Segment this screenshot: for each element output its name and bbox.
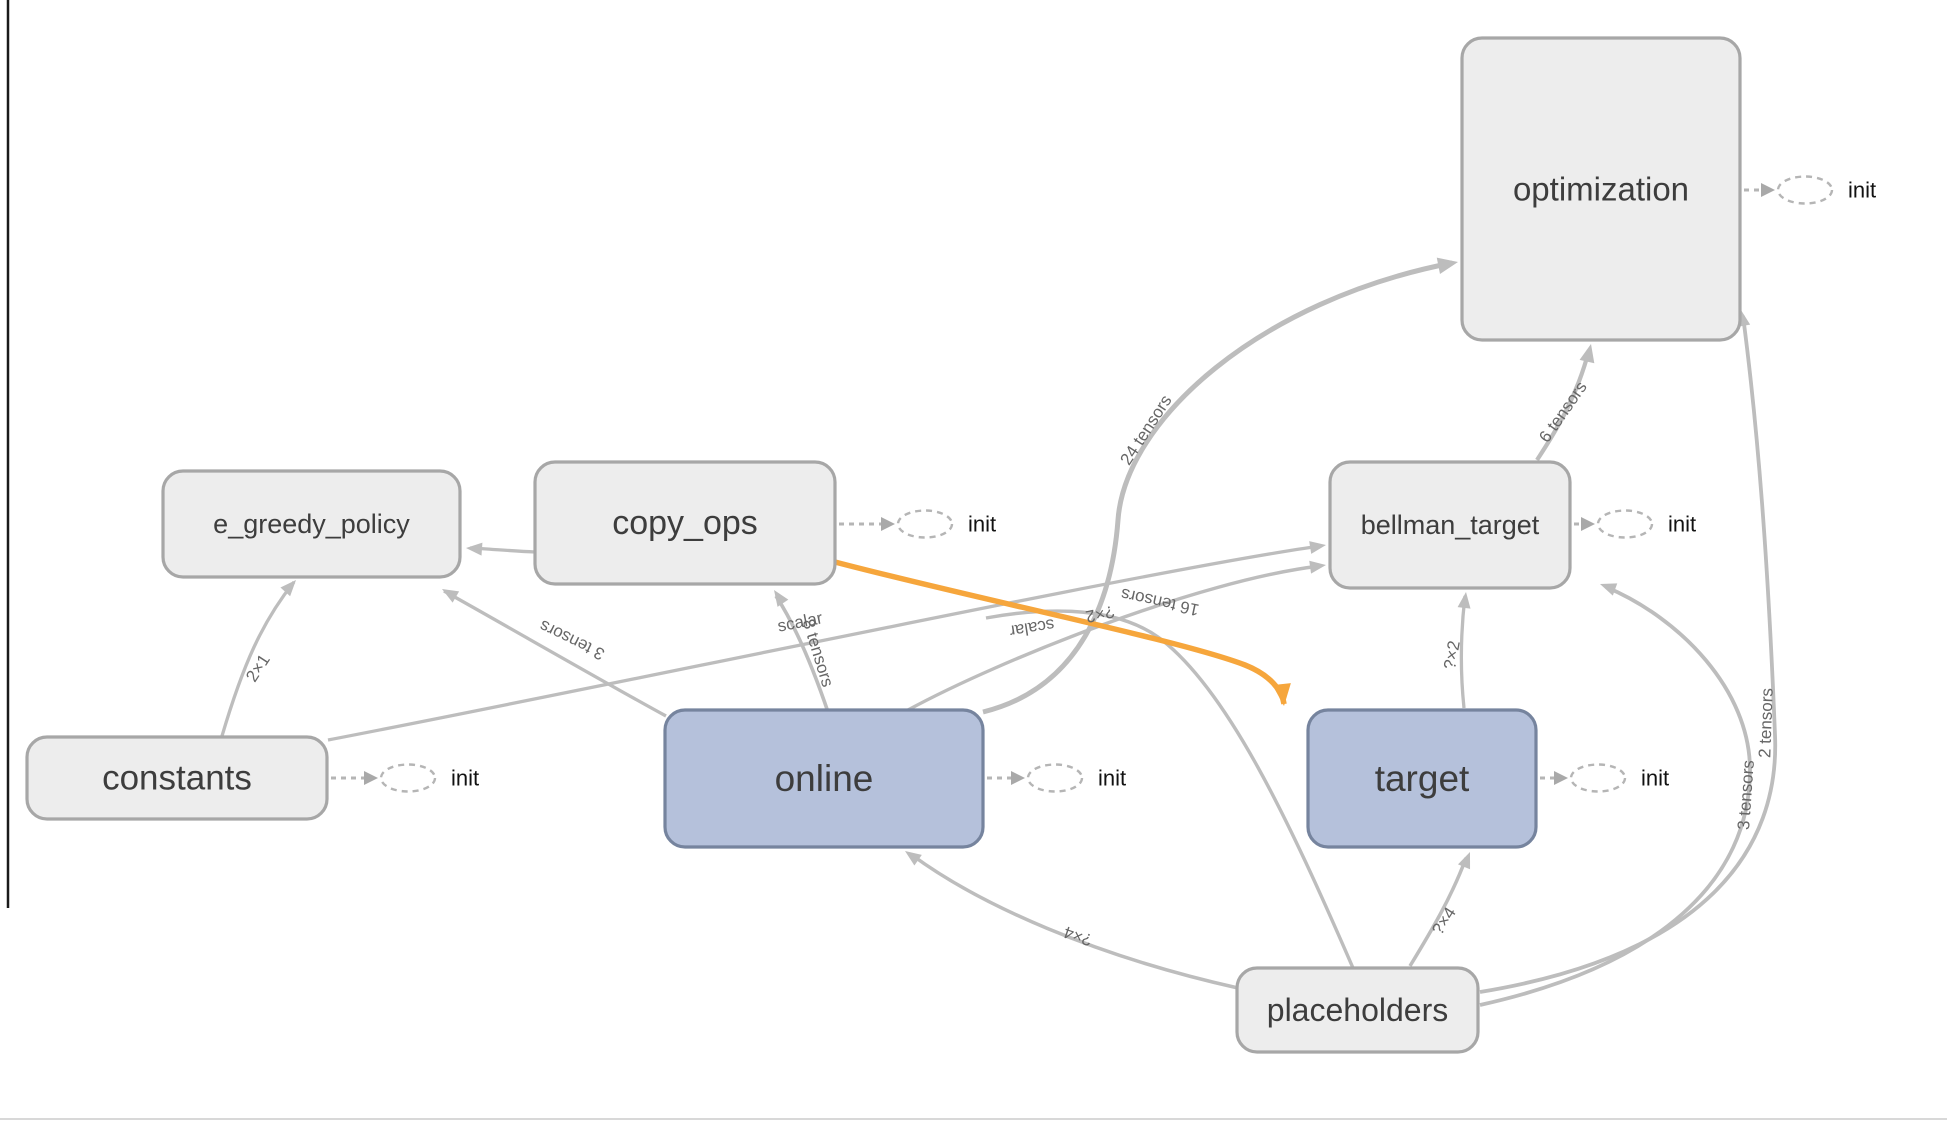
node-box[interactable]	[1460, 36, 1742, 342]
edge-layer	[220, 257, 1778, 1007]
node-box[interactable]	[1306, 708, 1538, 849]
edge-placeholders-to-target	[1408, 857, 1468, 967]
init-ellipse-icon[interactable]	[1026, 763, 1084, 793]
arrowhead-icon	[1761, 183, 1775, 197]
node-box[interactable]	[1235, 966, 1480, 1054]
arrowhead-icon	[466, 542, 483, 556]
init-group-constants[interactable]: init	[331, 763, 479, 793]
init-group-online[interactable]: init	[987, 763, 1126, 793]
arrowhead-icon	[881, 517, 895, 531]
arrowhead-icon	[364, 771, 378, 785]
edge-online-to-optimization	[982, 260, 1453, 715]
arrowhead-icon	[1011, 771, 1025, 785]
edge-online-to-copy_ops	[774, 595, 830, 713]
arrowhead-icon	[1309, 541, 1326, 554]
node-label: placeholders	[1267, 992, 1448, 1028]
init-label: init	[1848, 178, 1876, 203]
arrowhead-icon	[1457, 852, 1471, 870]
node-box[interactable]	[1328, 460, 1572, 590]
arrowhead-icon	[280, 580, 296, 597]
init-label: init	[1098, 766, 1126, 791]
node-constants[interactable]: constants	[25, 735, 329, 821]
edge-label-online-to-e_greedy_policy: 3 tensors	[536, 616, 607, 664]
node-optimization[interactable]: optimization	[1460, 36, 1742, 342]
node-label: online	[775, 758, 874, 799]
node-label: bellman_target	[1361, 510, 1540, 540]
edge-placeholders-to-bellman_target	[1479, 585, 1752, 1007]
arrowhead-icon	[1457, 592, 1471, 609]
node-label: target	[1375, 758, 1470, 799]
node-copy_ops[interactable]: copy_ops	[533, 460, 837, 586]
edge-label-online-to-optimization: 24 tensors	[1116, 392, 1175, 469]
edge-label-target-to-bellman_target: ?×2	[1440, 639, 1464, 671]
init-group-target[interactable]: init	[1540, 763, 1669, 793]
edge-label-placeholders-to-target: ?×4	[1428, 904, 1460, 939]
edge-online-to-e_greedy_policy	[443, 589, 667, 718]
arrowhead-icon	[1272, 683, 1291, 706]
node-bellman_target[interactable]: bellman_target	[1328, 460, 1572, 590]
node-box[interactable]	[25, 735, 329, 821]
edge-bellman_target-to-optimization	[1535, 349, 1592, 462]
edge-label-placeholders-to-online: ?×4	[1061, 922, 1094, 949]
arrowhead-icon	[1554, 771, 1568, 785]
edge-label-bellman_target-to-optimization: 6 tensors	[1535, 378, 1591, 446]
node-label: optimization	[1513, 171, 1689, 208]
edge-constants-to-bellman_target	[327, 544, 1321, 742]
node-label: constants	[102, 759, 252, 798]
arrowhead-icon	[774, 590, 789, 607]
init-ellipse-icon[interactable]	[1569, 763, 1627, 793]
edge-label-placeholders-to-bellman_target: 3 tensors	[1734, 759, 1758, 830]
init-ellipse-icon[interactable]	[379, 763, 437, 793]
edge-placeholders-to-optimization	[1479, 315, 1778, 994]
init-group-copy_ops[interactable]: init	[839, 509, 996, 539]
arrowhead-icon	[1436, 257, 1458, 275]
node-box[interactable]	[663, 708, 985, 849]
init-group-optimization[interactable]: init	[1744, 175, 1876, 205]
arrowhead-icon	[442, 589, 460, 603]
node-layer: optimization copy_ops e_greedy_policy bellm…	[25, 36, 1742, 1054]
edge-copy_ops-to-target	[834, 559, 1287, 705]
init-label: init	[1668, 512, 1696, 537]
edge-label-constants-to-e_greedy_policy: 2×1	[242, 651, 274, 686]
init-ellipse-icon[interactable]	[896, 509, 954, 539]
arrowhead-icon	[1579, 344, 1595, 364]
init-label: init	[968, 512, 996, 537]
node-box[interactable]	[161, 469, 462, 579]
edge-label-online-to-bellman_target: scalar	[1008, 615, 1056, 641]
init-label: init	[1641, 766, 1669, 791]
arrowhead-icon	[905, 851, 922, 866]
init-group-bellman_target[interactable]: init	[1574, 509, 1696, 539]
node-e_greedy_policy[interactable]: e_greedy_policy	[161, 469, 462, 579]
node-placeholders[interactable]: placeholders	[1235, 966, 1480, 1054]
init-ellipse-icon[interactable]	[1596, 509, 1654, 539]
edge-constants-to-e_greedy_policy	[220, 580, 296, 737]
arrowhead-icon	[1581, 517, 1595, 531]
edge-placeholders-to-online	[910, 853, 1239, 990]
arrowhead-icon	[1309, 560, 1326, 574]
init-ellipse-icon[interactable]	[1776, 175, 1834, 205]
node-box[interactable]	[533, 460, 837, 586]
init-label: init	[451, 766, 479, 791]
arrowhead-icon	[1600, 583, 1618, 596]
node-label: e_greedy_policy	[213, 509, 410, 539]
edge-label-placeholders-to-optimization: 2 tensors	[1755, 688, 1776, 759]
node-label: copy_ops	[612, 504, 758, 542]
node-online[interactable]: online	[663, 708, 985, 849]
node-target[interactable]: target	[1306, 708, 1538, 849]
edge-online-to-bellman_target	[907, 564, 1321, 712]
